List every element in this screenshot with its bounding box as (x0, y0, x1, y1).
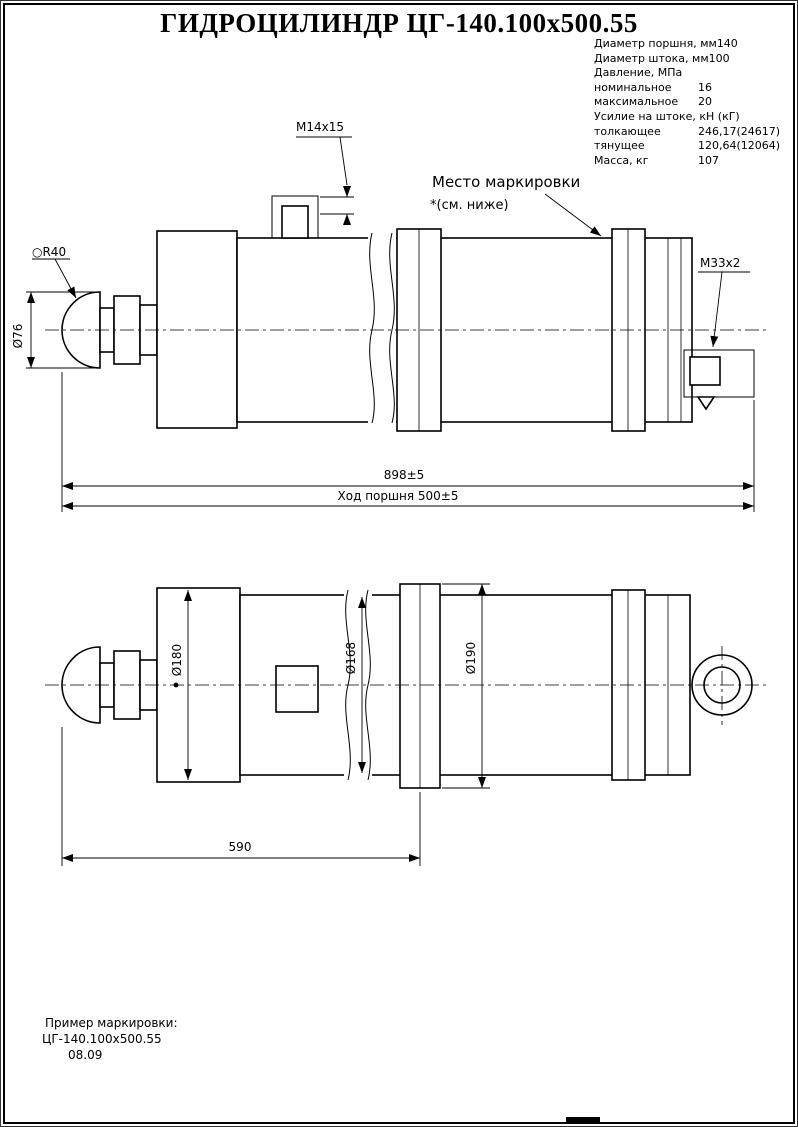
rear-port-bore (689, 356, 721, 386)
spec-value: 246,17(24617) (698, 124, 781, 138)
spec-value: 20 (698, 95, 712, 109)
bottom-view: Ø180 Ø168 Ø190 590 (45, 583, 768, 866)
marking-example: Пример маркировки: ЦГ-140.100х500.55 08.… (42, 1016, 178, 1062)
leader-thread-m14: М14х15 (296, 120, 354, 225)
dim-tube-dia: Ø168 (344, 597, 366, 773)
label-marking-place: Место маркировки (432, 173, 580, 191)
port-boss-front (275, 665, 319, 713)
spec-label: Диаметр поршня, мм (594, 37, 717, 50)
spec-value: 107 (698, 153, 719, 167)
break-mask (368, 233, 396, 426)
rear-port-fitting (683, 349, 755, 398)
gland-block (156, 230, 238, 429)
rear-port-nipple (696, 396, 716, 411)
label-marking-note: *(см. ниже) (430, 198, 509, 213)
dim-rod-sphere-dia: Ø76 (11, 291, 95, 369)
break-line-right-2 (365, 589, 371, 781)
spec-row: тянущее 120,64(12064) (594, 139, 794, 154)
spec-row: максимальное 20 (594, 95, 794, 110)
label-thread-m33: М33х2 (700, 256, 740, 270)
spec-label: Масса, кг (594, 153, 649, 167)
marking-date: 08.09 (68, 1048, 102, 1062)
spec-label: толкающее (594, 124, 661, 138)
spec-value: 100 (708, 51, 730, 65)
frame-mark (566, 1117, 600, 1123)
dim-text-898: 898±5 (384, 468, 425, 482)
spec-row: Давление, МПа (594, 66, 794, 81)
drawing-frame (3, 3, 795, 1124)
leader-thread-m33: М33х2 (698, 256, 750, 348)
dim-overall-length: 898±5 (61, 372, 755, 512)
dim-text-d180: Ø180 (170, 644, 184, 676)
dim-length-590: 590 (61, 727, 421, 866)
spec-label: максимальное (594, 95, 679, 109)
top-view: Ø76 ○R40 М14х15 Место маркировки *(см. н… (11, 120, 768, 512)
top-port-bore (281, 205, 309, 239)
spec-label: номинальное (594, 80, 672, 94)
spec-label: Диаметр штока, мм (594, 51, 709, 65)
spec-label: Усилие на штоке, кН (кГ) (594, 109, 740, 123)
marking-caption: Пример маркировки: (45, 1016, 178, 1030)
label-thread-m14: М14х15 (296, 120, 344, 134)
spec-value: 140 (716, 37, 738, 50)
dim-gland-dia: Ø180 (170, 590, 192, 780)
spec-value: 16 (698, 80, 712, 94)
spec-row: Масса, кг 107 (594, 154, 794, 169)
leader-sphere-r40: ○R40 (32, 245, 77, 299)
spec-row: толкающее 246,17(24617) (594, 125, 794, 140)
dim-text-d190: Ø190 (464, 642, 478, 674)
break-line-right (389, 232, 395, 424)
dim-text-590: 590 (229, 840, 252, 854)
spec-row: номинальное 16 (594, 81, 794, 96)
dim-text-d76: Ø76 (11, 324, 25, 349)
dim-flange-dia: Ø190 (442, 583, 490, 789)
spec-value: 120,64(12064) (698, 139, 781, 153)
leader-marking-place: Место маркировки *(см. ниже) (430, 173, 602, 237)
dim-text-stroke: Ход поршня 500±5 (338, 489, 459, 503)
dim-text-d168: Ø168 (344, 642, 358, 674)
spec-label: Давление, МПа (594, 66, 683, 80)
label-sphere-r40: ○R40 (32, 245, 66, 259)
dim-piston-stroke: Ход поршня 500±5 (62, 489, 754, 510)
marking-designation: ЦГ-140.100х500.55 (42, 1032, 162, 1046)
spec-row: Усилие на штоке, кН (кГ) (594, 110, 794, 125)
page-title: ГИДРОЦИЛИНДР ЦГ-140.100х500.55 (160, 8, 638, 38)
center-mark (173, 682, 179, 688)
spec-label: тянущее (594, 139, 645, 153)
